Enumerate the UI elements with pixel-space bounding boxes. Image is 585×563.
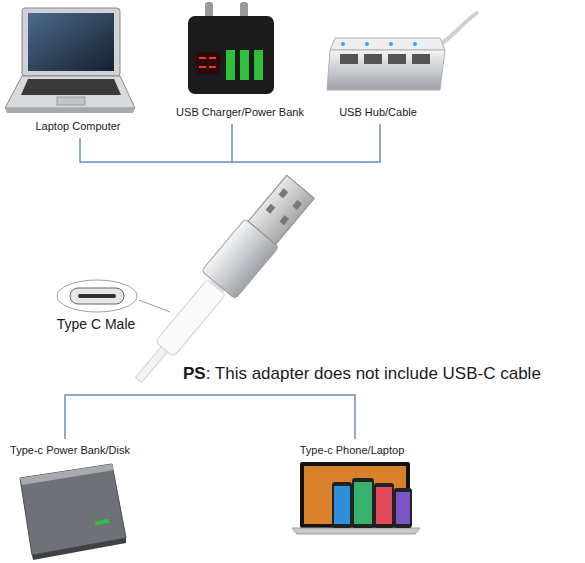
connector-callout: [57, 280, 170, 312]
laptop-picture: [5, 8, 135, 113]
bracket-line: [65, 395, 355, 439]
device-label: USB Charger/Power Bank: [176, 106, 304, 119]
adapter-picture: [122, 173, 318, 394]
bracket-line: [80, 124, 380, 162]
device-label: Type-c Power Bank/Disk: [10, 444, 130, 457]
device-label: Type-c Phone/Laptop: [300, 444, 405, 457]
power-bank-picture: [20, 464, 126, 560]
device-label: Laptop Computer: [36, 120, 121, 133]
callout-label: Type C Male: [57, 316, 136, 333]
note-label: PS: [183, 364, 206, 384]
charger-picture: [188, 2, 274, 94]
devices-picture: [292, 462, 420, 534]
device-label: USB Hub/Cable: [339, 106, 417, 119]
note-text: : This adapter does not include USB-C ca…: [206, 364, 541, 384]
hub-picture: [327, 12, 478, 90]
